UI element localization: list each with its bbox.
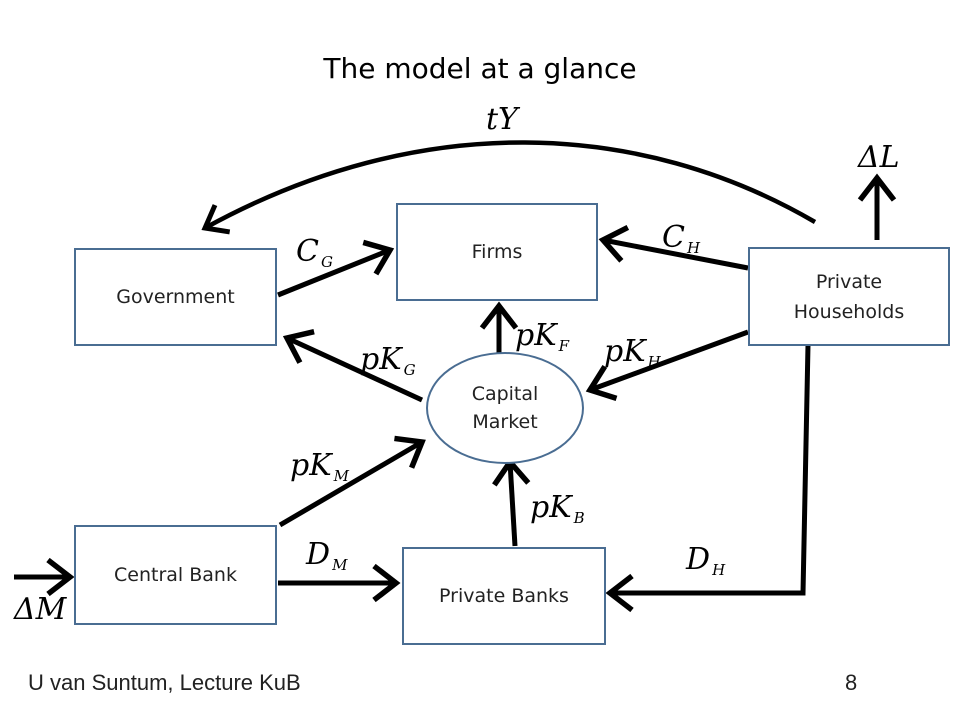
node-capital-line2: Market: [472, 411, 538, 433]
label-money: ΔM: [14, 592, 66, 627]
node-government: Government: [74, 248, 277, 346]
arrow-capital-banks: [492, 457, 531, 547]
footer-author: U van Suntum, Lecture KuB: [28, 670, 301, 695]
label-capital-hh-main: pK: [604, 334, 646, 369]
node-capital-line1: Capital: [471, 383, 539, 405]
label-gov-consumption-main: C: [296, 234, 319, 269]
arrow-tax: [201, 140, 817, 235]
label-tax-main: tY: [486, 102, 518, 137]
label-deposits-hh-main: D: [686, 542, 711, 577]
label-capital-firms-main: pK: [515, 318, 557, 353]
label-tax: tY: [486, 102, 518, 137]
label-hh-consumption-main: C: [662, 220, 685, 255]
slide-title: The model at a glance: [323, 52, 637, 85]
node-central-bank: Central Bank: [74, 525, 277, 625]
label-labor: ΔL: [858, 140, 900, 175]
arrow-capital-cb: [278, 435, 426, 528]
node-private-banks-label: Private Banks: [439, 585, 569, 607]
node-central-bank-label: Central Bank: [114, 564, 237, 586]
label-deposits-hh-sub: H: [712, 561, 726, 579]
node-households-line2: Households: [793, 300, 905, 323]
arrow-gov-consumption: [277, 239, 395, 298]
arrow-hh-consumption: [598, 225, 749, 271]
node-private-banks: Private Banks: [402, 547, 606, 645]
label-money-main: ΔM: [14, 592, 67, 627]
label-gov-consumption-sub: G: [320, 253, 333, 271]
label-capital-gov-main: pK: [360, 342, 402, 377]
arrow-capital-hh: [585, 329, 749, 401]
arrow-capital-gov: [282, 329, 424, 403]
label-deposits-cb-main: D: [306, 537, 331, 572]
label-capital-banks-sub: B: [573, 509, 585, 527]
label-labor-main: ΔL: [858, 140, 900, 175]
node-firms-label: Firms: [471, 241, 523, 263]
arrow-deposits-hh: [605, 344, 811, 613]
label-hh-consumption-sub: H: [686, 239, 701, 257]
label-capital-cb-sub: M: [333, 467, 349, 485]
label-capital-firms-sub: F: [558, 337, 570, 355]
node-government-label: Government: [116, 286, 235, 308]
page-number: 8: [845, 670, 858, 695]
node-households-line1: Private: [815, 270, 883, 293]
node-private-households: Private Households: [748, 247, 950, 346]
node-firms: Firms: [396, 203, 598, 301]
label-capital-gov-sub: G: [403, 361, 416, 379]
label-capital-banks-main: pK: [530, 490, 572, 525]
label-capital-cb-main: pK: [290, 448, 332, 483]
label-deposits-cb-sub: M: [332, 556, 348, 574]
node-capital-market: Capital Market: [426, 352, 584, 464]
label-capital-hh-sub: H: [647, 353, 661, 371]
